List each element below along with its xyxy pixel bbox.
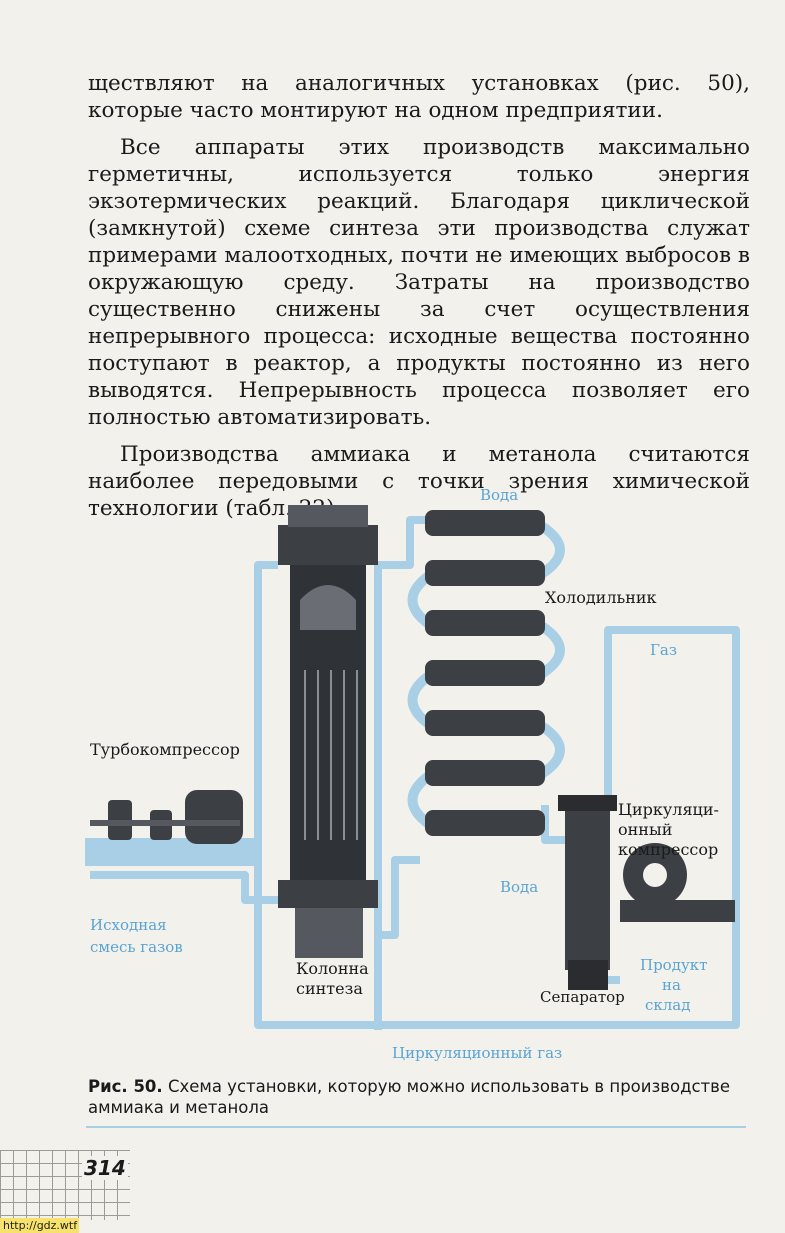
watermark-link[interactable]: http://gdz.wtf [0, 1218, 79, 1233]
label-circ-compressor-1: Циркуляци- [618, 800, 719, 819]
label-water-bottom: Вода [500, 878, 538, 896]
caption-rule [86, 1126, 746, 1128]
label-circ-compressor-3: компрессор [618, 840, 718, 859]
label-cooler: Холодильник [545, 588, 657, 607]
paragraph-3: Производства аммиака и метанола считаютс… [88, 442, 750, 521]
label-circ-compressor-2: онный [618, 820, 672, 839]
separator [558, 795, 617, 990]
ammonia-plant-diagram: Вода Холодильник Газ Турбокомпрессор Цир… [85, 486, 740, 1062]
caption-text: Схема установки, которую можно использов… [88, 1077, 731, 1117]
label-feed-2: смесь газов [90, 938, 183, 956]
label-column-1: Колонна [296, 959, 369, 978]
caption-label: Рис. 50. [88, 1077, 163, 1096]
label-column-2: синтеза [296, 979, 363, 998]
label-recycle-gas: Циркуляционный газ [392, 1044, 562, 1062]
pipes [90, 516, 740, 1030]
diagram-labels: Вода Холодильник Газ Турбокомпрессор Цир… [90, 486, 719, 1062]
body-text: ществляют на аналогичных установках (рис… [88, 70, 750, 532]
figure-caption: Рис. 50. Схема установки, которую можно … [88, 1076, 748, 1118]
paragraph-1: ществляют на аналогичных установках (рис… [88, 71, 750, 123]
label-feed-1: Исходная [90, 916, 167, 934]
cooler-coil [407, 510, 565, 836]
paragraph-2: Все аппараты этих производств максимальн… [88, 135, 750, 430]
label-product-3: склад [645, 996, 690, 1014]
turbocompressor [85, 790, 255, 866]
label-separator: Сепаратор [540, 988, 625, 1006]
page-number: 314 [82, 1156, 128, 1180]
label-turbocompressor: Турбокомпрессор [90, 740, 240, 759]
label-gas: Газ [650, 641, 677, 659]
label-product-2: на [662, 976, 681, 994]
circulation-compressor [620, 843, 735, 922]
label-water-top: Вода [480, 486, 518, 504]
label-product-1: Продукт [640, 956, 707, 974]
synthesis-column [278, 505, 378, 958]
